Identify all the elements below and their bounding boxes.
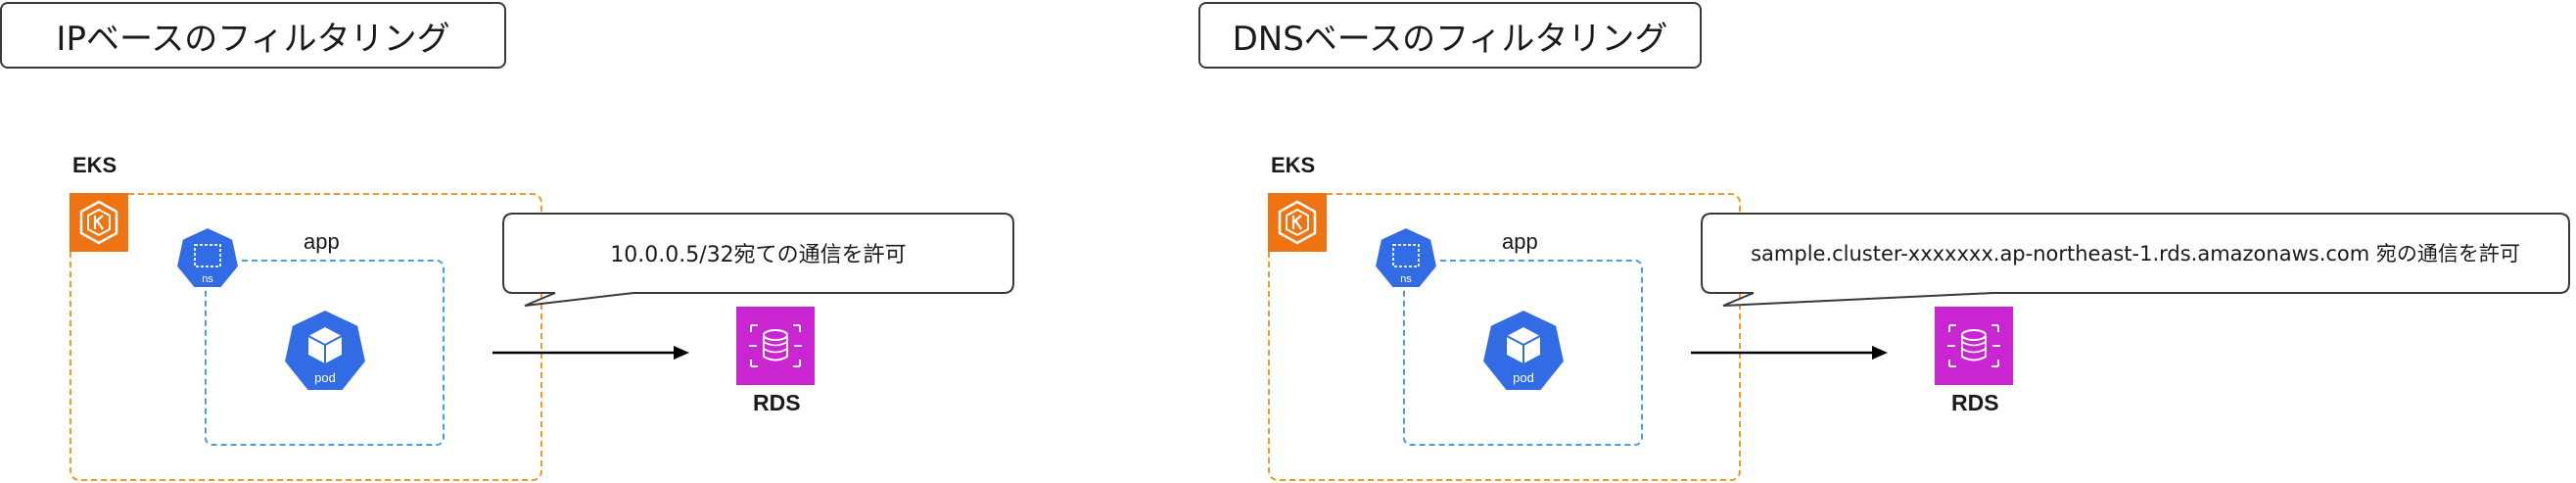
eks-icon: [70, 193, 128, 252]
rds-label: RDS: [1951, 390, 1999, 415]
pod-icon: pod: [1479, 308, 1568, 394]
callout-text: 10.0.0.5/32宛ての通信を許可: [610, 243, 907, 267]
connection-arrow: [492, 346, 689, 360]
callout-text: sample.cluster-xxxxxxx.ap-northeast-1.rd…: [1751, 242, 2520, 266]
panel-title: IPベースのフィルタリング: [0, 2, 506, 69]
ns-icon-label: ns: [202, 273, 213, 285]
eks-cluster-boundary: [1268, 193, 1741, 481]
panel-title: DNSベースのフィルタリング: [1198, 2, 1702, 69]
eks-label: EKS: [72, 153, 117, 177]
namespace-app-label: app: [1502, 229, 1538, 254]
pod-icon-label: pod: [1513, 370, 1534, 385]
callout-bubble: [1701, 213, 2570, 307]
dns-filtering-panel: DNSベースのフィルタリング EKS app ns pod sample.cl: [1198, 0, 2576, 483]
callout-bubble: [502, 213, 1014, 307]
connection-arrow: [1691, 346, 1888, 360]
rds-label: RDS: [753, 390, 801, 415]
rds-icon: [1935, 307, 2013, 385]
namespace-icon: ns: [173, 225, 242, 292]
eks-label: EKS: [1271, 153, 1316, 177]
ns-icon-label: ns: [1400, 273, 1412, 285]
ip-filtering-panel: IPベースのフィルタリング EKS app ns pod 10.0.0.5/3: [0, 0, 1204, 483]
eks-icon: [1268, 193, 1327, 252]
pod-icon-label: pod: [314, 370, 336, 385]
rds-icon: [736, 307, 815, 385]
namespace-icon: ns: [1372, 225, 1440, 292]
namespace-boundary: [1403, 260, 1643, 446]
pod-icon: pod: [281, 308, 369, 394]
namespace-boundary: [205, 260, 445, 446]
eks-cluster-boundary: [70, 193, 542, 481]
namespace-app-label: app: [304, 229, 340, 254]
